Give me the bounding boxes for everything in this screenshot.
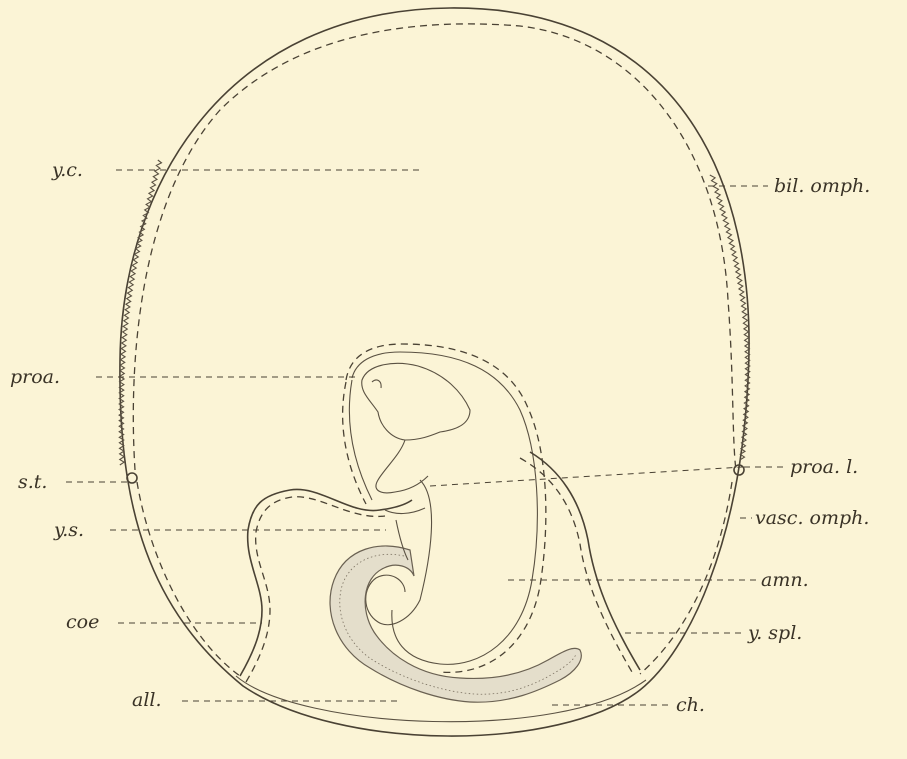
label-proa-l: proa. l. [790, 456, 858, 478]
dashed-membrane-lower-left [137, 482, 240, 676]
splanchnic-line-right [530, 452, 640, 670]
label-yc: y.c. [51, 159, 83, 181]
embryo-jaw [376, 440, 428, 493]
embryo-optic [372, 380, 381, 388]
label-all: all. [132, 689, 162, 711]
amnion-outline [352, 352, 537, 664]
label-ch: ch. [676, 694, 705, 716]
label-bil-omph: bil. omph. [774, 175, 870, 197]
label-y-spl: y. spl. [747, 622, 802, 644]
dashed-membrane-lower-right [640, 482, 732, 674]
amnion-dashed [346, 344, 546, 672]
amnion-inner-left-dash [343, 382, 366, 504]
label-ys: y.s. [53, 519, 84, 541]
outer-chorion-outline [120, 8, 749, 736]
label-st: s.t. [18, 471, 47, 493]
label-vasc-omph: vasc. omph. [755, 507, 869, 529]
label-proa: proa. [10, 366, 60, 388]
embryo-head [362, 363, 470, 440]
label-coe: coe [66, 611, 99, 633]
amnion-inner-left [349, 380, 372, 500]
sinus-terminalis-left [127, 473, 137, 483]
leader-proa-l-in [430, 467, 742, 486]
label-amn: amn. [761, 569, 809, 591]
dashed-membrane [133, 24, 736, 470]
